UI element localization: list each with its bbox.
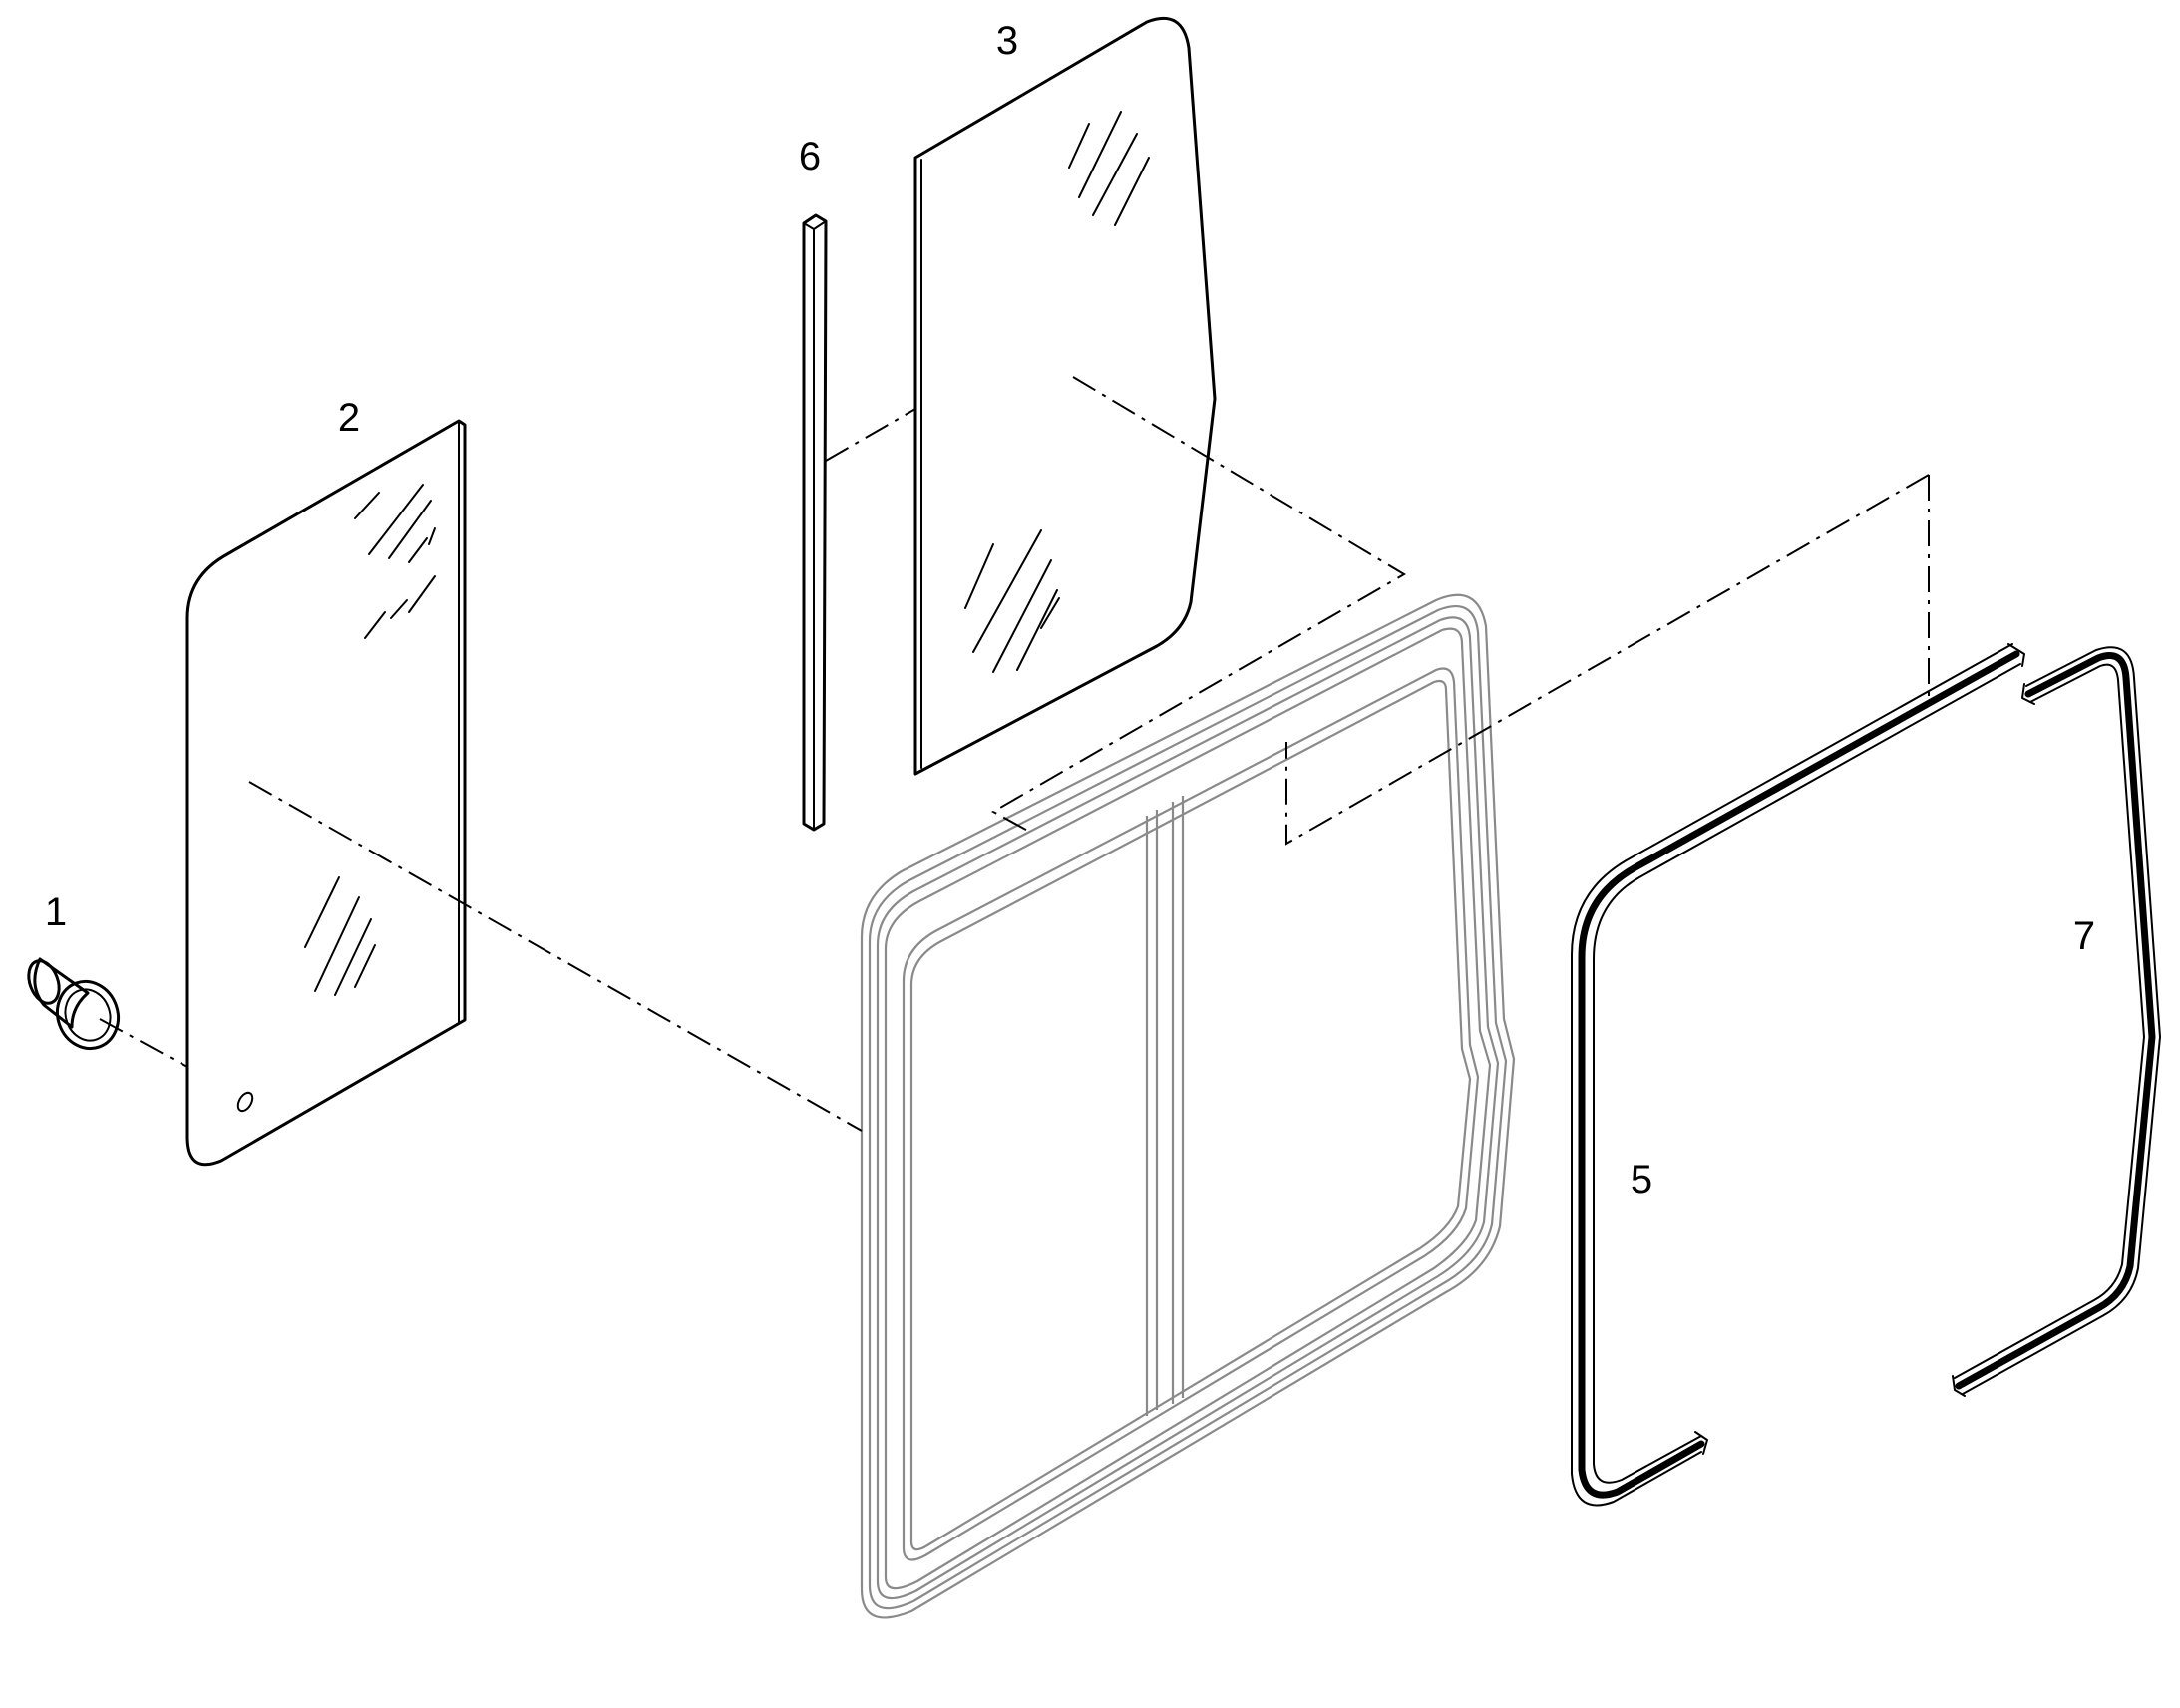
part-5-seal [1571, 643, 2025, 1507]
callout-1: 1 [45, 890, 67, 934]
leader-lines [99, 376, 1930, 1132]
part-7-seal [1952, 646, 2161, 1397]
door-frame [860, 593, 1516, 1619]
part-2-glass-panel [185, 419, 467, 1167]
part-1-knob [27, 957, 120, 1051]
callout-2: 2 [338, 396, 360, 440]
part-3-glass-panel [913, 16, 1217, 776]
callout-5: 5 [1631, 1158, 1652, 1201]
callout-7: 7 [2073, 914, 2095, 958]
part-6-strip [802, 213, 828, 832]
callout-6: 6 [799, 135, 821, 178]
callout-3: 3 [996, 19, 1018, 63]
